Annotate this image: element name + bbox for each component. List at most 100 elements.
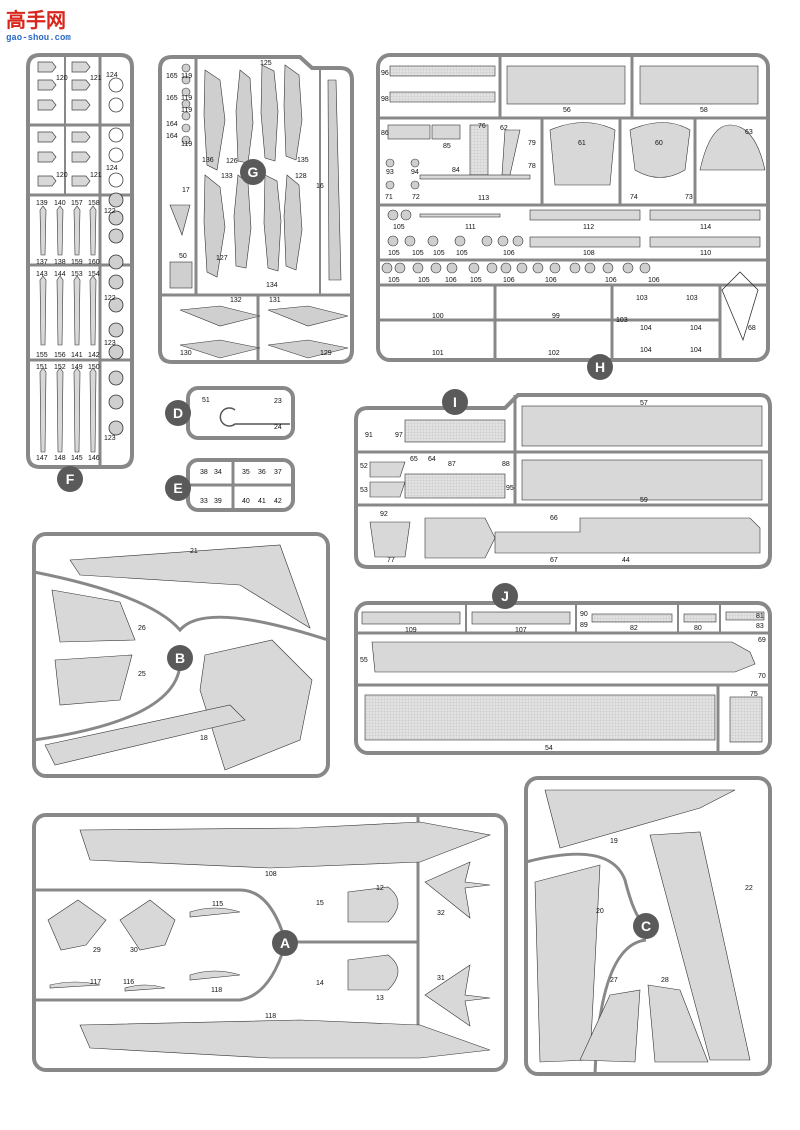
e-label-40: 40 — [242, 498, 250, 505]
f-label-138: 138 — [54, 259, 66, 266]
h-label-85: 85 — [443, 143, 451, 150]
f-label-147: 147 — [36, 455, 48, 462]
a-label-13: 13 — [376, 995, 384, 1002]
sprue-d: 51 23 24 D — [165, 386, 295, 440]
h-label-103a: 103 — [636, 295, 648, 302]
f-label-139: 139 — [36, 200, 48, 207]
g-label-50: 50 — [179, 253, 187, 260]
d-label-24: 24 — [274, 424, 282, 431]
h-label-111: 111 — [465, 224, 476, 231]
f-label-122a: 122 — [104, 208, 116, 215]
c-label-20: 20 — [596, 908, 604, 915]
h-label-78: 78 — [528, 163, 536, 170]
g-label-131: 131 — [269, 297, 281, 304]
g-label-164a: 164 — [166, 121, 178, 128]
h-label-62: 62 — [500, 125, 508, 132]
j-label-90: 90 — [580, 611, 588, 618]
g-label-119d: 119 — [181, 141, 192, 148]
f-label-151: 151 — [36, 364, 48, 371]
h-label-98: 98 — [381, 96, 389, 103]
i-label-67: 67 — [550, 557, 558, 564]
f-label-153: 153 — [71, 271, 83, 278]
g-label-165b: 165 — [166, 95, 178, 102]
h-label-105b: 105 — [388, 250, 400, 257]
i-label-59: 59 — [640, 497, 648, 504]
h-label-99: 99 — [552, 313, 560, 320]
f-label-149: 149 — [71, 364, 83, 371]
f-label-146: 146 — [88, 455, 100, 462]
a-label-15: 15 — [316, 900, 324, 907]
h-label-58: 58 — [700, 107, 708, 114]
sprue-i-marker — [442, 389, 468, 415]
h-label-106d: 106 — [545, 277, 557, 284]
sprue-a: 108 15 12 32 115 29 30 117 116 118 14 13… — [32, 813, 508, 1072]
g-label-16: 16 — [316, 183, 324, 190]
a-label-14: 14 — [316, 980, 324, 987]
e-label-41: 41 — [258, 498, 266, 505]
f-label-141: 141 — [71, 352, 83, 359]
h-label-104d: 104 — [690, 347, 702, 354]
g-label-119c: 119 — [181, 107, 192, 114]
f-label-144: 144 — [54, 271, 66, 278]
f-label-121b: 121 — [90, 172, 102, 179]
h-label-101: 101 — [432, 350, 444, 357]
i-label-52: 52 — [360, 463, 368, 470]
c-label-27: 27 — [610, 977, 618, 984]
g-label-132: 132 — [230, 297, 242, 304]
i-label-95: 95 — [506, 485, 514, 492]
b-label-21: 21 — [190, 548, 198, 555]
e-label-35: 35 — [242, 469, 250, 476]
f-label-137: 137 — [36, 259, 48, 266]
e-label-36: 36 — [258, 469, 266, 476]
sprue-i: 57 91 97 52 65 64 87 88 53 95 59 92 66 7… — [354, 389, 772, 569]
h-label-61: 61 — [578, 140, 586, 147]
h-label-94: 94 — [411, 169, 419, 176]
i-label-91: 91 — [365, 432, 373, 439]
sprue-b-letter: B — [175, 650, 185, 666]
i-label-77: 77 — [387, 557, 395, 564]
h-label-103c: 103 — [616, 317, 628, 324]
h-label-106a: 106 — [503, 250, 515, 257]
sprue-j-letter: J — [501, 588, 509, 604]
h-label-108: 108 — [583, 250, 595, 257]
sprue-h: 96 98 56 58 86 85 76 62 79 61 60 63 93 9… — [376, 53, 770, 380]
h-label-106c: 106 — [503, 277, 515, 284]
a-label-12: 12 — [376, 885, 384, 892]
g-label-129: 129 — [320, 350, 332, 357]
j-label-81: 81 — [756, 613, 764, 620]
h-label-105e: 105 — [456, 250, 468, 257]
h-label-113: 113 — [478, 195, 489, 202]
g-label-136: 136 — [202, 157, 214, 164]
i-label-53: 53 — [360, 487, 368, 494]
h-label-106b: 106 — [445, 277, 457, 284]
sprue-g: 165 119 165 119 119 164 164 119 125 136 … — [158, 55, 354, 364]
watermark-url: gao-shou.com — [6, 33, 71, 43]
a-label-32: 32 — [437, 910, 445, 917]
sprue-c-marker — [633, 913, 659, 939]
f-label-124b: 124 — [106, 165, 118, 172]
f-label-121a: 121 — [90, 75, 102, 82]
f-label-142: 142 — [88, 352, 100, 359]
i-label-65: 65 — [410, 456, 418, 463]
i-label-88: 88 — [502, 461, 510, 468]
sprue-b: 21 26 25 18 B — [32, 532, 330, 778]
g-label-133: 133 — [221, 173, 233, 180]
d-label-23: 23 — [274, 398, 282, 405]
b-label-25: 25 — [138, 671, 146, 678]
j-label-107: 107 — [515, 627, 527, 634]
h-label-105a: 105 — [393, 224, 405, 231]
h-label-84: 84 — [452, 167, 460, 174]
a-label-115: 115 — [212, 901, 223, 908]
c-label-22: 22 — [745, 885, 753, 892]
g-label-135: 135 — [297, 157, 309, 164]
h-label-68: 68 — [748, 325, 756, 332]
h-label-76: 76 — [478, 123, 486, 130]
sprue-h-letter: H — [595, 359, 605, 375]
i-label-57: 57 — [640, 400, 648, 407]
h-label-110: 110 — [700, 250, 711, 257]
g-label-165a: 165 — [166, 73, 178, 80]
c-label-28: 28 — [661, 977, 669, 984]
a-label-117: 117 — [90, 979, 101, 986]
watermark-brand: 高手网 — [6, 8, 66, 32]
